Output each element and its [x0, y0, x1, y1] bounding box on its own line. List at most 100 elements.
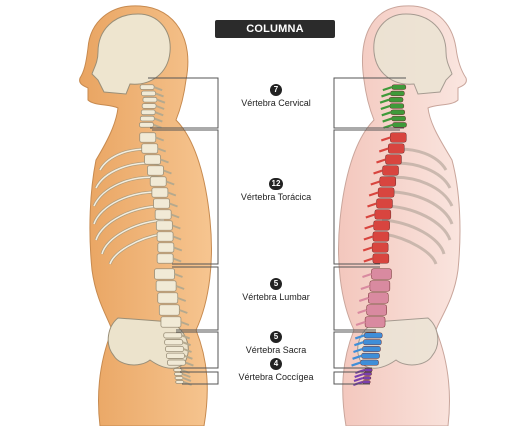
vertebra-left-cervical: [140, 109, 156, 116]
vertebra-left-lumbar: [154, 268, 175, 280]
vertebra-left-sacral: [166, 352, 185, 359]
vertebra-right-cervical: [388, 97, 404, 103]
vertebra-left-sacral: [165, 345, 184, 353]
bracket-sacral-left: [176, 331, 219, 369]
spinous-process-right: [364, 224, 374, 230]
vertebra-right-thoracic: [377, 187, 395, 198]
vertebra-right-coccygeal: [363, 372, 372, 376]
spinous-process-right: [378, 147, 389, 153]
spinous-process-left: [169, 202, 178, 208]
thoracic-count-badge: 12: [269, 178, 283, 190]
label-cervical: 7 Vértebra Cervical: [226, 84, 326, 108]
vertebra-right-thoracic: [372, 231, 390, 242]
vertebra-left-cervical: [141, 103, 157, 109]
spinous-process-right: [381, 92, 391, 98]
bracket-lumbar-right: [333, 266, 380, 331]
left-skull: [91, 13, 171, 95]
spinous-process-left: [172, 257, 182, 263]
spinous-process-left: [156, 98, 166, 104]
vertebra-left-thoracic: [156, 231, 174, 242]
spinous-process-left: [183, 348, 192, 353]
label-lumbar: 5 Vértebra Lumbar: [226, 278, 326, 302]
spinous-process-left: [163, 169, 172, 175]
spinous-process-left: [174, 273, 183, 278]
vertebra-left-coccygeal: [173, 368, 183, 372]
vertebra-left-lumbar: [155, 280, 177, 292]
spinous-process-right: [380, 104, 391, 111]
spinous-process-left: [184, 354, 193, 360]
spinous-process-left: [177, 297, 187, 302]
vertebra-left-sacral: [167, 359, 186, 366]
left-brackets: [148, 77, 219, 385]
left-body-figure: [79, 5, 212, 426]
spinous-process-right: [383, 123, 393, 129]
spinous-process-right: [370, 180, 381, 186]
vertebra-right-cervical: [389, 103, 405, 109]
right-skull: [373, 13, 453, 95]
spinous-process-left: [157, 147, 167, 153]
spinous-process-left: [167, 191, 177, 197]
spinous-process-right: [353, 347, 363, 354]
bracket-cervical-right: [333, 77, 406, 129]
spinous-process-right: [351, 361, 361, 367]
vertebra-left-lumbar: [160, 316, 182, 328]
vertebra-right-thoracic: [379, 176, 397, 187]
vertebra-left-thoracic: [157, 242, 175, 253]
label-sacral: 5 Vértebra Sacra: [226, 331, 326, 355]
spinous-process-left: [172, 235, 182, 241]
bracket-cervical-left: [148, 77, 219, 129]
vertebra-left-lumbar: [158, 304, 180, 316]
vertebra-right-lumbar: [368, 292, 389, 304]
spinous-process-left: [160, 158, 169, 164]
thoracic-label: Vértebra Torácica: [240, 192, 312, 202]
vertebra-left-cervical: [141, 90, 156, 97]
bracket-sacral-right: [333, 331, 376, 369]
bracket-coccygeal-right: [333, 371, 372, 385]
bracket-thoracic-left: [152, 129, 219, 265]
vertebra-left-thoracic: [151, 187, 169, 198]
sacral-count-badge: 5: [270, 331, 282, 343]
vertebra-right-thoracic: [374, 209, 392, 220]
vertebra-left-cervical: [139, 84, 155, 90]
vertebra-left-cervical: [139, 115, 155, 122]
spinous-process-right: [367, 202, 377, 208]
vertebra-right-coccygeal: [362, 380, 371, 384]
spinous-process-left: [153, 117, 163, 123]
spinous-process-right: [358, 296, 369, 303]
vertebra-right-cervical: [392, 122, 407, 128]
vertebra-right-lumbar: [364, 316, 386, 328]
vertebra-left-thoracic: [144, 154, 161, 165]
spinous-process-right: [354, 334, 365, 340]
vertebra-left-thoracic: [139, 132, 157, 143]
vertebra-right-sacral: [364, 332, 383, 339]
vertebra-left-thoracic: [156, 253, 174, 264]
vertebra-left-cervical: [139, 122, 154, 128]
left-spine: [139, 84, 194, 386]
vertebra-left-coccygeal: [175, 380, 185, 384]
vertebra-right-thoracic: [376, 198, 393, 209]
spinous-process-left: [182, 341, 191, 347]
spinous-process-right: [373, 169, 383, 175]
vertebra-right-thoracic: [373, 220, 390, 231]
bracket-coccygeal-left: [180, 371, 219, 385]
vertebra-right-cervical: [391, 84, 407, 90]
vertebra-left-cervical: [142, 96, 158, 103]
spinous-process-left: [180, 321, 190, 326]
spinous-process-left: [185, 361, 194, 367]
diagram-title: COLUMNA VERTEBRAL: [215, 20, 335, 53]
spinous-process-left: [155, 136, 165, 142]
spinous-process-left: [154, 111, 164, 117]
vertebra-right-lumbar: [369, 280, 391, 292]
spinous-process-right: [382, 117, 393, 123]
spinous-process-left: [170, 213, 180, 219]
vertebra-left-lumbar: [157, 292, 179, 304]
spinous-process-right: [380, 136, 391, 142]
vertebra-left-coccygeal: [173, 372, 183, 376]
vertebra-right-sacral: [361, 352, 380, 359]
lumbar-count-badge: 5: [270, 278, 282, 290]
spinous-process-left: [165, 180, 175, 186]
lumbar-label: Vértebra Lumbar: [242, 292, 310, 302]
spinous-process-left: [173, 246, 183, 252]
spinous-process-right: [376, 158, 386, 164]
